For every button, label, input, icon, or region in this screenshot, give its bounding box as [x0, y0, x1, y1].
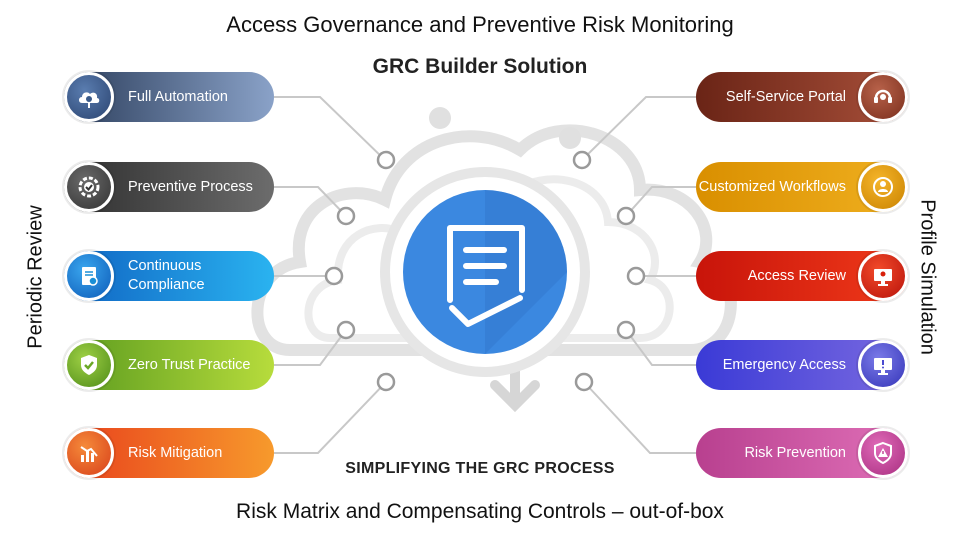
monitor-user-icon — [858, 251, 908, 301]
main-title: Access Governance and Preventive Risk Mo… — [226, 12, 734, 37]
shield-check-icon — [64, 340, 114, 390]
center-document-check-icon — [447, 225, 525, 327]
side-label-right: Profile Simulation — [916, 199, 939, 355]
pill-label: Risk Prevention — [744, 444, 846, 461]
pill-access-review: Access Review — [696, 251, 908, 301]
pill-self-service-portal: Self-Service Portal — [696, 72, 908, 122]
tagline: SIMPLIFYING THE GRC PROCESS — [345, 460, 615, 477]
pill-risk-mitigation: Risk Mitigation — [64, 428, 274, 478]
pill-customized-workflows: Customized Workflows — [696, 162, 908, 212]
cloud-gear-icon — [64, 72, 114, 122]
pill-continuous-compliance: Continuous Compliance — [64, 251, 274, 301]
pill-label: Full Automation — [128, 88, 228, 105]
workflow-people-icon — [858, 162, 908, 212]
document-check-icon — [64, 251, 114, 301]
bottom-caption: Risk Matrix and Compensating Controls – … — [236, 500, 724, 523]
solution-title: GRC Builder Solution — [372, 55, 588, 78]
pill-risk-prevention: Risk Prevention — [696, 428, 908, 478]
pill-emergency-access: Emergency Access — [696, 340, 908, 390]
headset-icon — [858, 72, 908, 122]
pill-label: Continuous Compliance — [128, 258, 205, 293]
pill-label: Access Review — [747, 267, 846, 284]
pill-full-automation: Full Automation — [64, 72, 274, 122]
pill-label: Self-Service Portal — [725, 88, 846, 105]
pill-label: Zero Trust Practice — [128, 356, 251, 373]
pill-label: Risk Mitigation — [128, 444, 223, 461]
pill-label: Preventive Process — [128, 178, 253, 195]
shield-alert-icon — [858, 428, 908, 478]
pill-zero-trust-practice: Zero Trust Practice — [64, 340, 274, 390]
pill-label: Emergency Access — [722, 356, 846, 373]
chart-down-icon — [64, 428, 114, 478]
gear-check-icon — [64, 162, 114, 212]
side-label-left: Periodic Review — [24, 205, 47, 349]
monitor-alert-icon — [858, 340, 908, 390]
pill-label: Customized Workflows — [698, 178, 846, 195]
pill-preventive-process: Preventive Process — [64, 162, 274, 212]
